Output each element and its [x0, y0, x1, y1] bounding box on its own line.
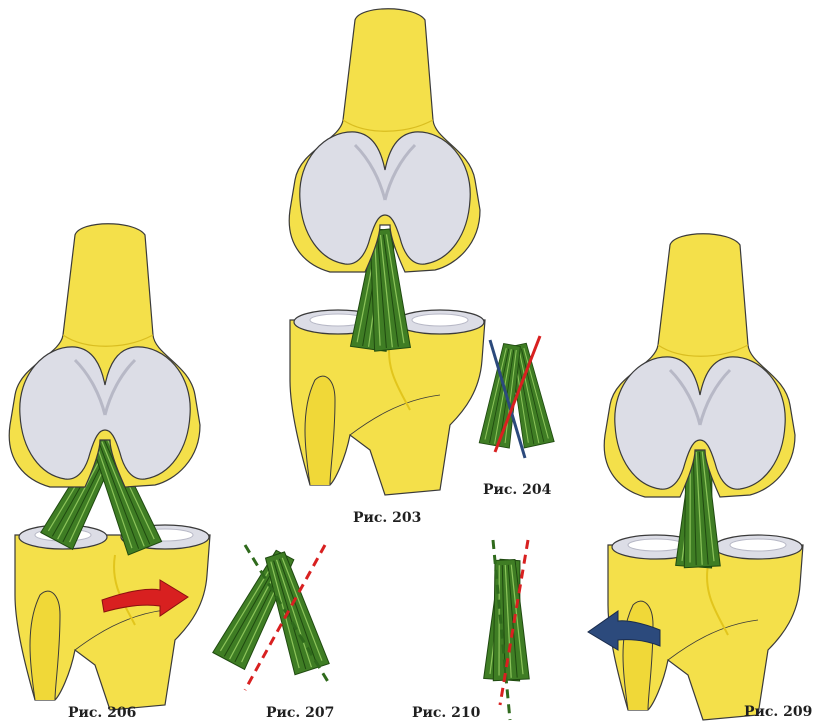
ligament-detail-207 [213, 545, 330, 690]
caption-fig-210: Рис. 210 [412, 705, 480, 721]
knee-figure-206 [9, 224, 210, 710]
caption-fig-207: Рис. 207 [266, 705, 334, 721]
caption-fig-206: Рис. 206 [68, 705, 136, 721]
caption-fig-209: Рис. 209 [744, 704, 812, 720]
ligament-detail-204 [479, 336, 554, 458]
caption-fig-203: Рис. 203 [353, 510, 421, 526]
ligament-detail-210 [484, 540, 530, 720]
caption-fig-204: Рис. 204 [483, 482, 551, 498]
knee-figure-203 [289, 9, 485, 495]
knee-figure-209 [604, 234, 803, 720]
